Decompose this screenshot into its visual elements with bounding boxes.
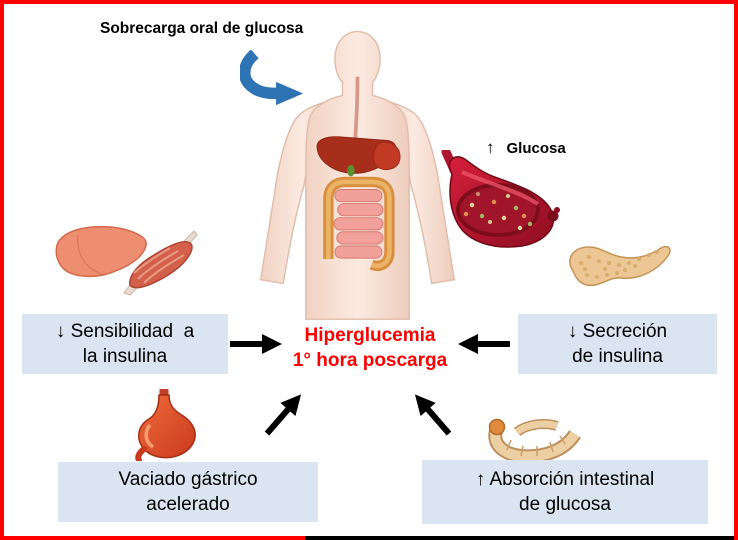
arrow-bottomright-to-center-icon (414, 394, 452, 436)
stomach-illustration (128, 387, 206, 466)
stomach-glucose-illustration (432, 147, 560, 257)
small-intestine-loops-icon (333, 189, 384, 259)
pancreas-illustration (561, 233, 673, 304)
factor-text: de glucosa (519, 494, 611, 515)
factor-text: de insulina (572, 346, 663, 367)
factor-text: acelerado (146, 494, 230, 515)
human-body-icon (259, 30, 456, 320)
central-text-line1: Hiperglucemia (304, 325, 436, 346)
liver-illustration (52, 221, 152, 292)
intestine-segment-lines-icon (506, 435, 566, 457)
glucose-particles-icon (463, 192, 533, 231)
factor-text: Vaciado gástrico (118, 468, 258, 490)
internal-stomach-icon (373, 141, 401, 170)
ingestion-arrow-icon (238, 49, 315, 113)
intestine-icon (488, 418, 581, 464)
factor-box-intestinal-absorption: ↑ Absorción intestinal de glucosa (422, 460, 708, 524)
factor-text: ↑ Absorción intestinal (475, 468, 655, 490)
central-diagnosis-text: Hiperglucemia 1° hora poscarga (276, 324, 464, 373)
colon-icon (323, 176, 395, 271)
stomach-with-glucose-icon (441, 147, 560, 248)
muscle-icon (123, 230, 198, 296)
blue-curved-arrow-icon (238, 49, 304, 106)
intestine-illustration (487, 412, 583, 469)
factor-box-insulin-secretion: ↓ Secreción de insulina (518, 314, 717, 374)
factor-box-gastric-emptying: Vaciado gástrico acelerado (58, 462, 318, 522)
pancreas-lobules-icon (579, 250, 659, 279)
gallbladder-icon (347, 165, 355, 177)
glucose-increase-label: ↑ Glucosa (486, 138, 566, 158)
factor-text: ↓ Secreción (567, 320, 668, 342)
up-arrow-glyph: ↑ (486, 138, 495, 157)
black-border-segment (305, 536, 734, 540)
arrow-left-to-center-icon (230, 334, 282, 354)
arrow-right-to-center-icon (458, 334, 510, 354)
oral-glucose-load-label: Sobrecarga oral de glucosa (100, 20, 304, 37)
arrow-bottomleft-to-center-icon (264, 394, 302, 436)
liver-icon (55, 225, 147, 278)
human-body-illustration (240, 26, 475, 326)
muscle-illustration (120, 227, 198, 302)
factor-text: ↓ Sensibilidad a (55, 320, 195, 342)
stomach-icon (135, 389, 196, 463)
factor-box-insulin-sensitivity: ↓ Sensibilidad a la insulina (22, 314, 228, 374)
central-text-line2: 1° hora poscarga (292, 349, 448, 371)
glucosa-text: Glucosa (506, 139, 566, 157)
factor-text: la insulina (82, 346, 168, 367)
pancreas-icon (569, 245, 671, 287)
